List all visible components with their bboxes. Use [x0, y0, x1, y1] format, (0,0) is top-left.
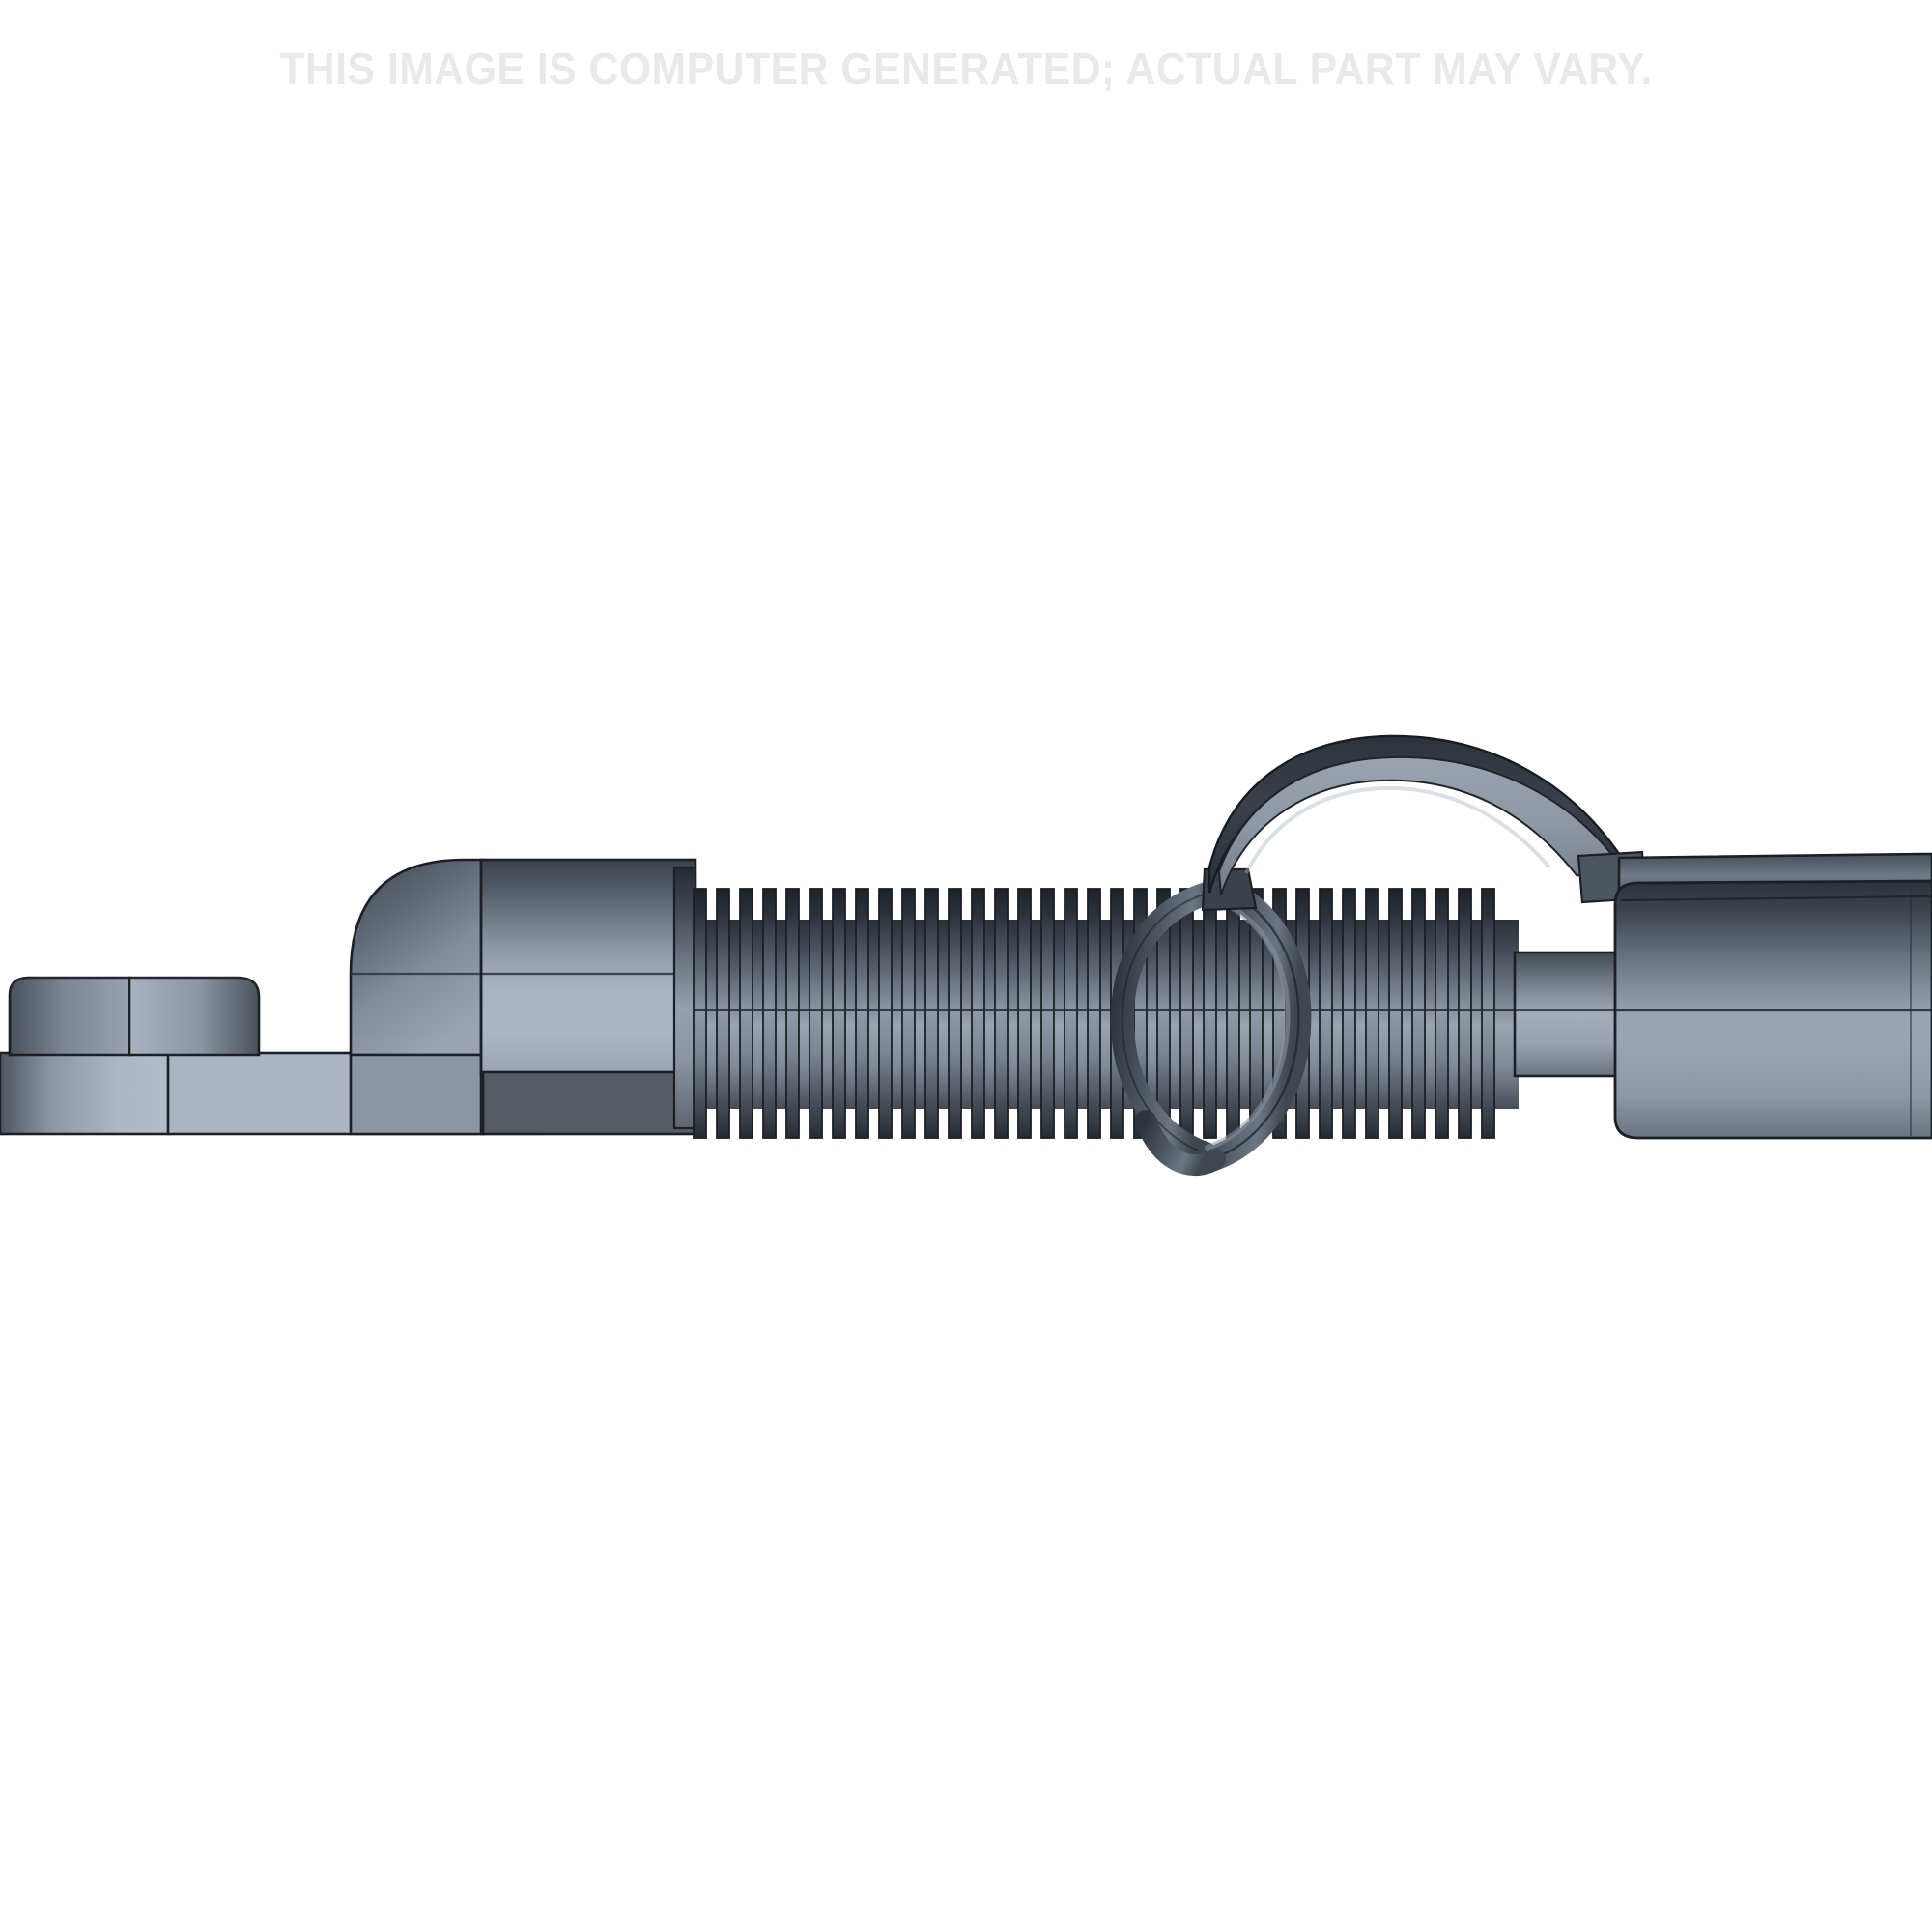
tube-rib — [762, 888, 777, 1139]
tube-rib — [739, 888, 753, 1139]
tube-rib — [809, 888, 823, 1139]
tube-rib — [1040, 888, 1055, 1139]
tube-rib — [1411, 888, 1426, 1139]
tube-rib — [855, 888, 869, 1139]
tube-rib — [1319, 888, 1333, 1139]
tube-rib — [901, 888, 916, 1139]
tube-neck — [1513, 951, 1623, 1078]
connector-body — [1613, 852, 1932, 1140]
retention-clip-ring — [1110, 867, 1312, 1177]
elbow-housing — [349, 858, 697, 1136]
tube-rib — [1481, 888, 1495, 1139]
tube-rib — [1388, 888, 1403, 1139]
tube-rib — [785, 888, 800, 1139]
tether-strap — [1208, 734, 1646, 904]
tube-rib — [832, 888, 846, 1139]
tube-rib — [1203, 888, 1217, 1139]
tube-rib — [948, 888, 962, 1139]
mount-eyelet-boss — [8, 976, 261, 1057]
tube-rib — [716, 888, 730, 1139]
tube-rib — [1017, 888, 1032, 1139]
tube-rib — [1365, 888, 1379, 1139]
tube-rib — [693, 888, 707, 1139]
tube-rib — [1342, 888, 1356, 1139]
tube-rib — [924, 888, 939, 1139]
tube-rib — [1179, 888, 1194, 1139]
tube-rib — [1226, 888, 1240, 1139]
tube-rib — [1087, 888, 1101, 1139]
tube-rib — [1458, 888, 1472, 1139]
tube-rib — [1064, 888, 1078, 1139]
tube-rib — [994, 888, 1009, 1139]
tube-rib — [971, 888, 985, 1139]
convoluted-tube — [693, 888, 1519, 1139]
tube-rib — [878, 888, 893, 1139]
tube-rib — [1435, 888, 1449, 1139]
watermark-text: THIS IMAGE IS COMPUTER GENERATED; ACTUAL… — [279, 43, 1653, 94]
